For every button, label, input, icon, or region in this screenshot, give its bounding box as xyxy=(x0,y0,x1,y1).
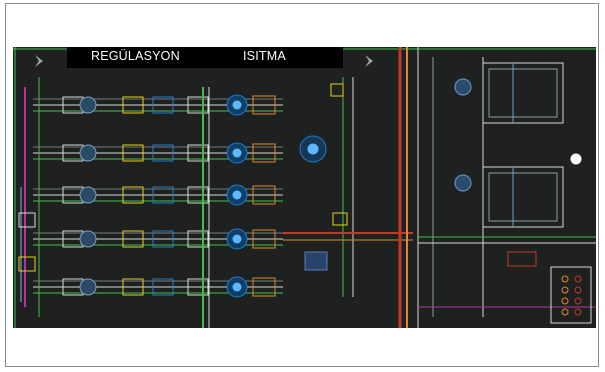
cad-drawing-canvas xyxy=(13,47,596,328)
valve-group xyxy=(122,144,144,162)
pump-core xyxy=(232,282,242,292)
expansion-tank xyxy=(507,251,537,267)
valve-group xyxy=(187,96,209,114)
pump-core xyxy=(232,148,242,158)
pump-symbol xyxy=(454,78,472,96)
valve-group xyxy=(330,83,344,97)
heat-exchanger xyxy=(482,166,564,228)
north-arrow-icon xyxy=(35,55,43,67)
valve-group xyxy=(187,186,209,204)
burner-symbol xyxy=(561,275,569,283)
boiler-box xyxy=(550,266,592,324)
valve-group xyxy=(187,278,209,296)
valve-group xyxy=(152,230,174,248)
north-arrow-icon xyxy=(365,55,373,67)
flange-box xyxy=(252,277,276,297)
cad-piping-diagram: REGÜLASYON ISITMA xyxy=(13,47,596,328)
pump-symbol xyxy=(79,278,97,296)
valve-group xyxy=(152,96,174,114)
pump-core xyxy=(307,143,319,155)
pump-core xyxy=(232,100,242,110)
heat-exchanger-inner xyxy=(488,172,558,222)
valve-group xyxy=(332,212,348,226)
title-isitma: ISITMA xyxy=(243,49,286,63)
burner-symbol xyxy=(561,308,569,316)
valve-group xyxy=(187,230,209,248)
flange-box xyxy=(252,143,276,163)
pump-symbol xyxy=(79,144,97,162)
valve-group xyxy=(122,230,144,248)
burner-symbol xyxy=(574,275,582,283)
pump-symbol xyxy=(79,186,97,204)
flange-box xyxy=(252,95,276,115)
valve-group xyxy=(152,186,174,204)
title-regulasyon: REGÜLASYON xyxy=(91,49,180,63)
pump-core xyxy=(232,190,242,200)
burner-symbol xyxy=(574,286,582,294)
valve-group xyxy=(152,144,174,162)
flange-box xyxy=(252,229,276,249)
equipment-box xyxy=(304,251,328,271)
valve-group xyxy=(187,144,209,162)
valve-group xyxy=(122,96,144,114)
flange-box xyxy=(252,185,276,205)
burner-symbol xyxy=(561,286,569,294)
pump-symbol xyxy=(454,174,472,192)
title-bar: REGÜLASYON ISITMA xyxy=(67,47,343,68)
gauge-symbol xyxy=(570,153,582,165)
burner-symbol xyxy=(561,297,569,305)
pump-symbol xyxy=(79,96,97,114)
valve-group xyxy=(122,278,144,296)
valve-group xyxy=(152,278,174,296)
heat-exchanger xyxy=(482,62,564,124)
pump-core xyxy=(232,234,242,244)
pump-symbol xyxy=(79,230,97,248)
valve-group xyxy=(122,186,144,204)
flange-box xyxy=(18,212,36,228)
heat-exchanger-inner xyxy=(488,68,558,118)
burner-symbol xyxy=(574,308,582,316)
valve-group xyxy=(18,256,36,272)
burner-symbol xyxy=(574,297,582,305)
